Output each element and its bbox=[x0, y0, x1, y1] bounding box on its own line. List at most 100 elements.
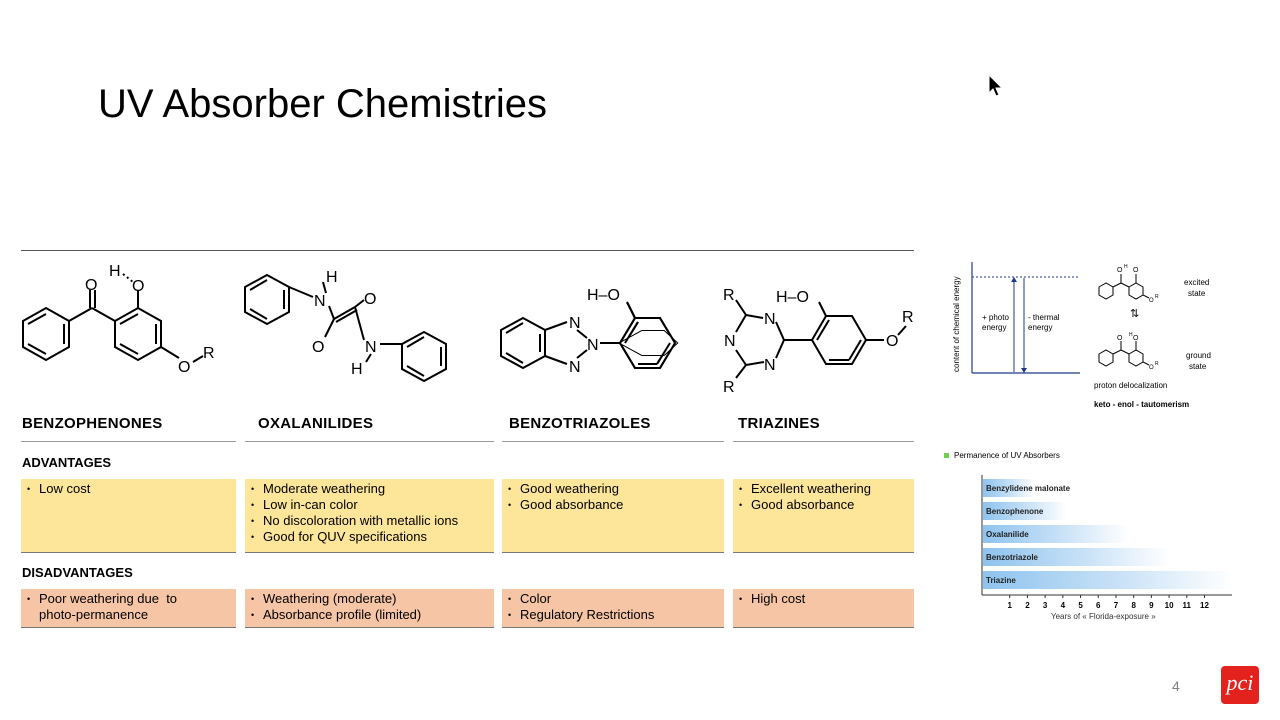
list-item: Excellent weathering bbox=[739, 481, 908, 497]
list-item: Good absorbance bbox=[739, 497, 908, 513]
column-rule bbox=[21, 441, 236, 442]
bar-benzotriazole bbox=[983, 548, 1171, 566]
ground-state-label-2: state bbox=[1189, 362, 1207, 371]
slide-title: UV Absorber Chemistries bbox=[98, 82, 548, 126]
column-rule bbox=[245, 441, 494, 442]
triazine-ho-label: H–O bbox=[776, 289, 809, 306]
list-item: Good absorbance bbox=[508, 497, 718, 513]
disadvantages-cell-triazines: High cost bbox=[733, 589, 914, 628]
triazine-o-label: O bbox=[886, 333, 898, 350]
triazine-n1-label: N bbox=[764, 311, 776, 328]
x-tick-label: 8 bbox=[1131, 601, 1136, 610]
oxanilide-structure: H N O O N H bbox=[240, 262, 460, 387]
list-item: Weathering (moderate) bbox=[251, 591, 488, 607]
table-top-rule bbox=[21, 250, 914, 251]
thermal-energy-label-1: - thermal bbox=[1028, 313, 1060, 322]
pci-logo-text: pci bbox=[1226, 670, 1254, 695]
bar-label: Triazine bbox=[986, 576, 1016, 585]
benzophenone-structure: O H O O R bbox=[15, 258, 235, 388]
list-item: Poor weathering due to photo-permanence bbox=[27, 591, 179, 623]
oxanilide-n2-label: N bbox=[365, 339, 377, 356]
list-item: Color bbox=[508, 591, 718, 607]
list-item: Absorbance profile (limited) bbox=[251, 607, 488, 623]
x-tick-label: 6 bbox=[1096, 601, 1101, 610]
ground-state-label-1: ground bbox=[1186, 351, 1211, 360]
disadvantages-cell-oxalanilides: Weathering (moderate) Absorbance profile… bbox=[245, 589, 494, 628]
list-item: Moderate weathering bbox=[251, 481, 488, 497]
x-tick-label: 4 bbox=[1061, 601, 1066, 610]
oxanilide-h1-label: H bbox=[326, 269, 338, 286]
x-tick-label: 5 bbox=[1078, 601, 1083, 610]
svg-text:H: H bbox=[1129, 332, 1133, 338]
column-rule bbox=[502, 441, 724, 442]
x-tick-label: 10 bbox=[1165, 601, 1174, 610]
triazine-r2-label: R bbox=[723, 379, 735, 396]
svg-text:O: O bbox=[1117, 335, 1123, 342]
disadvantages-cell-benzophenones: Poor weathering due to photo-permanence bbox=[21, 589, 236, 628]
page-number: 4 bbox=[1172, 678, 1180, 694]
x-tick-label: 1 bbox=[1007, 601, 1012, 610]
advantages-cell-benzophenones: Low cost bbox=[21, 479, 236, 553]
column-header-oxalanilides: OXALANILIDES bbox=[258, 415, 374, 432]
svg-text:O: O bbox=[1149, 298, 1154, 304]
advantages-cell-triazines: Excellent weathering Good absorbance bbox=[733, 479, 914, 553]
bar-benzylidene-malonate bbox=[983, 479, 1036, 497]
mouse-cursor-icon bbox=[988, 74, 1004, 97]
bar-label: Oxalanilide bbox=[986, 530, 1029, 539]
energy-diagram: content of chemical energy + photo energ… bbox=[944, 254, 1234, 419]
photo-energy-label-1: + photo bbox=[982, 313, 1009, 322]
benzotriazole-n3-label: N bbox=[569, 359, 581, 376]
x-tick-label: 9 bbox=[1149, 601, 1154, 610]
benzotriazole-structure: H–O N N N bbox=[495, 278, 695, 383]
svg-text:O: O bbox=[1133, 335, 1139, 342]
thermal-energy-label-2: energy bbox=[1028, 323, 1052, 332]
oxanilide-o1-label: O bbox=[364, 291, 376, 308]
permanence-title: Permanence of UV Absorbers bbox=[954, 451, 1060, 460]
photo-energy-label-2: energy bbox=[982, 323, 1006, 332]
legend-swatch-icon bbox=[944, 453, 949, 459]
bar-oxalanilide bbox=[983, 525, 1129, 543]
triazine-r1-label: R bbox=[723, 287, 735, 304]
advantages-cell-benzotriazoles: Good weathering Good absorbance bbox=[502, 479, 724, 553]
excited-state-structure bbox=[1098, 274, 1150, 367]
svg-text:R: R bbox=[1155, 361, 1159, 367]
x-tick-label: 2 bbox=[1025, 601, 1030, 610]
triazine-n2-label: N bbox=[724, 333, 736, 350]
bar-label: Benzophenone bbox=[986, 507, 1044, 516]
svg-text:R: R bbox=[1155, 294, 1159, 300]
benzophenone-o2-label: O bbox=[132, 278, 144, 295]
benzotriazole-n2-label: N bbox=[587, 337, 599, 354]
benzophenone-o3-label: O bbox=[178, 359, 190, 376]
x-tick-label: 3 bbox=[1043, 601, 1048, 610]
pci-logo: pci bbox=[1221, 666, 1259, 704]
advantages-cell-oxalanilides: Moderate weathering Low in-can color No … bbox=[245, 479, 494, 553]
x-tick-label: 12 bbox=[1200, 601, 1209, 610]
energy-ylabel: content of chemical energy bbox=[952, 276, 961, 372]
list-item: No discoloration with metallic ions bbox=[251, 513, 488, 529]
column-rule bbox=[733, 441, 914, 442]
triazine-structure: R H–O N N N R O R bbox=[718, 280, 918, 403]
svg-text:O: O bbox=[1117, 267, 1123, 274]
column-header-benzotriazoles: BENZOTRIAZOLES bbox=[509, 415, 651, 432]
equilibrium-arrows-icon: ⇅ bbox=[1130, 308, 1139, 320]
benzotriazole-ho-label: H–O bbox=[587, 287, 620, 304]
svg-text:O: O bbox=[1133, 267, 1139, 274]
advantages-label: ADVANTAGES bbox=[22, 455, 112, 470]
chart-xlabel: Years of « Florida-exposure » bbox=[1051, 612, 1156, 621]
keto-enol-label: keto - enol - tautomerism bbox=[1094, 400, 1189, 409]
list-item: Low in-can color bbox=[251, 497, 488, 513]
disadvantages-label: DISADVANTAGES bbox=[22, 565, 133, 580]
svg-text:O: O bbox=[1149, 365, 1154, 371]
oxanilide-o2-label: O bbox=[312, 339, 324, 356]
oxanilide-h2-label: H bbox=[351, 361, 363, 378]
benzophenone-r-label: R bbox=[203, 345, 215, 362]
column-header-triazines: TRIAZINES bbox=[738, 415, 820, 432]
excited-state-label-2: state bbox=[1188, 289, 1206, 298]
column-header-benzophenones: BENZOPHENONES bbox=[22, 415, 163, 432]
disadvantages-cell-benzotriazoles: Color Regulatory Restrictions bbox=[502, 589, 724, 628]
list-item: High cost bbox=[739, 591, 908, 607]
bar-label: Benzotriazole bbox=[986, 553, 1039, 562]
x-tick-label: 11 bbox=[1183, 601, 1192, 610]
benzophenone-o1-label: O bbox=[85, 277, 97, 294]
